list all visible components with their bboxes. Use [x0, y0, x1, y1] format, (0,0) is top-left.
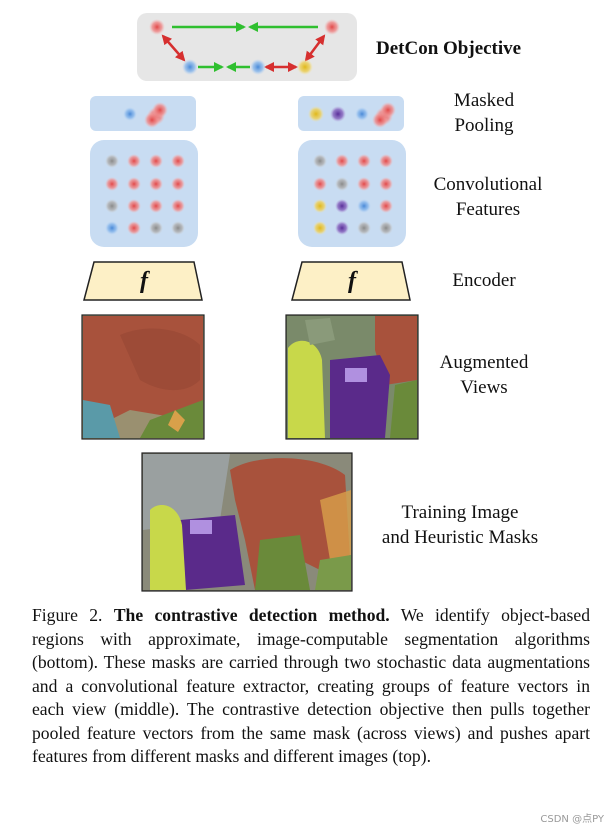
encoder-symbol-right: f	[348, 268, 356, 294]
conv-features-box-right	[298, 140, 406, 247]
pool-dot-yellow-right	[308, 106, 324, 122]
figure-caption: Figure 2. The contrastive detection meth…	[32, 604, 590, 769]
objective-dot-red-left	[149, 19, 165, 35]
objective-box	[137, 13, 357, 81]
augmented-view-right	[285, 314, 419, 440]
training-image-label: Training Image and Heuristic Masks	[381, 502, 539, 548]
conv-features-grid-right	[313, 154, 393, 235]
conv-features-grid-left	[105, 154, 185, 235]
caption-prefix: Figure 2.	[32, 605, 103, 625]
augmented-view-left	[81, 314, 205, 440]
masked-pooling-label: Masked Pooling	[453, 90, 515, 136]
objective-dot-blue-right	[250, 59, 266, 75]
encoder-trapezoid-right	[291, 261, 411, 301]
figure-graphic	[81, 13, 419, 592]
push-arrow-left	[161, 34, 186, 62]
caption-body: We identify object-based regions with ap…	[32, 605, 590, 766]
push-arrow-right	[304, 34, 326, 62]
conv-features-label: Convolutional Features	[433, 174, 543, 220]
pool-dot-red-left-c	[152, 102, 168, 118]
pool-dot-blue-left	[123, 107, 137, 121]
encoder-symbol-left: f	[140, 268, 148, 294]
conv-features-box-left	[90, 140, 198, 247]
pool-dot-red-right-c	[380, 102, 396, 118]
objective-dot-blue-left	[182, 59, 198, 75]
watermark: CSDN @点PY	[540, 814, 604, 825]
objective-label: DetCon Objective	[376, 38, 522, 59]
augmented-views-label: Augmented Views	[439, 352, 529, 398]
objective-dot-yellow	[297, 59, 313, 75]
pool-dot-blue-right	[355, 107, 369, 121]
objective-dot-red-right	[324, 19, 340, 35]
encoder-trapezoid-left	[83, 261, 203, 301]
masked-pooling-box-left	[90, 96, 196, 131]
pool-dot-purple-right	[330, 106, 346, 122]
caption-title: The contrastive detection method.	[113, 605, 390, 625]
encoder-label: Encoder	[452, 270, 516, 291]
training-image	[141, 452, 353, 592]
